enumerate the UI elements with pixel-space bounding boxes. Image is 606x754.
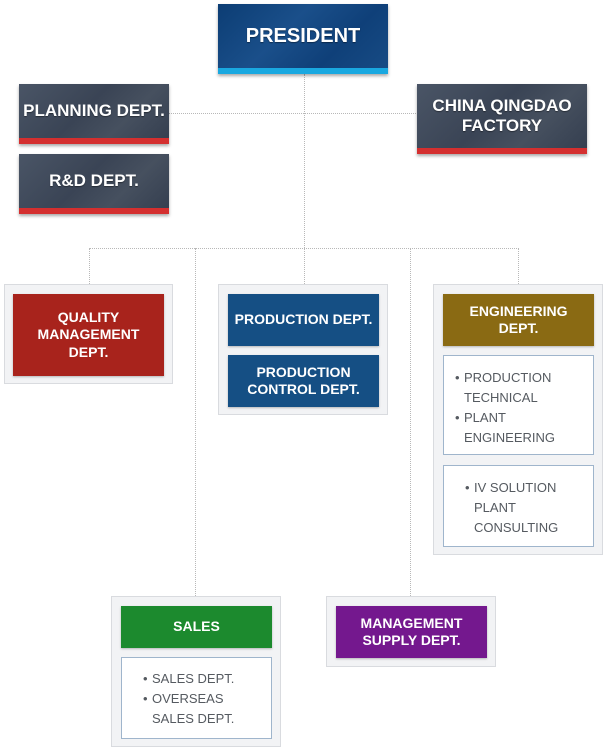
connector-dept-branch	[89, 248, 519, 249]
engineering-sublist-1: •PRODUCTION TECHNICAL •PLANT ENGINEERING	[443, 355, 594, 455]
list-item: •IV SOLUTION PLANT CONSULTING	[465, 480, 559, 535]
management-supply-label-line1: MANAGEMENT	[360, 614, 463, 631]
list-item: •PLANT ENGINEERING	[455, 410, 556, 445]
production-card: PRODUCTION DEPT. PRODUCTION CONTROL DEPT…	[218, 284, 388, 415]
engineering-dept-box: ENGINEERING DEPT.	[443, 294, 594, 346]
quality-label-line1: QUALITY	[57, 308, 120, 325]
sales-sublist: •SALES DEPT. •OVERSEAS SALES DEPT.	[121, 657, 272, 739]
sales-label: SALES	[173, 618, 220, 635]
engineering-label-line1: ENGINEERING	[469, 302, 568, 319]
engineering-label-line2: DEPT.	[498, 320, 539, 336]
connector-top-branch	[168, 113, 418, 114]
china-qingdao-factory-box: CHINA QINGDAO FACTORY	[417, 84, 587, 154]
management-supply-dept-box: MANAGEMENT SUPPLY DEPT.	[336, 606, 487, 658]
quality-label-line3: DEPT.	[68, 343, 109, 360]
connector-engineering	[518, 248, 519, 284]
connector-president-trunk	[304, 74, 305, 284]
management-supply-label-line2: SUPPLY DEPT.	[362, 632, 461, 648]
connector-quality	[89, 248, 90, 284]
quality-label-line2: MANAGEMENT	[37, 326, 140, 343]
engineering-sublist-2: •IV SOLUTION PLANT CONSULTING	[443, 465, 594, 547]
quality-card: QUALITY MANAGEMENT DEPT.	[4, 284, 173, 384]
production-control-dept-box: PRODUCTION CONTROL DEPT.	[228, 355, 379, 407]
connector-sales	[195, 248, 196, 596]
management-supply-card: MANAGEMENT SUPPLY DEPT.	[326, 596, 496, 667]
quality-management-dept-box: QUALITY MANAGEMENT DEPT.	[13, 294, 164, 376]
president-box: PRESIDENT	[218, 4, 388, 74]
connector-management-supply	[410, 248, 411, 596]
list-item: •OVERSEAS SALES DEPT.	[143, 691, 235, 726]
production-dept-box: PRODUCTION DEPT.	[228, 294, 379, 346]
rnd-dept-box: R&D DEPT.	[19, 154, 169, 214]
production-control-label-line2: CONTROL DEPT.	[247, 381, 360, 397]
sales-box: SALES	[121, 606, 272, 648]
factory-label-line1: CHINA QINGDAO	[432, 96, 572, 116]
engineering-card: ENGINEERING DEPT. •PRODUCTION TECHNICAL …	[433, 284, 603, 555]
list-item: •SALES DEPT.	[143, 671, 235, 686]
production-control-label-line1: PRODUCTION	[256, 363, 351, 380]
production-dept-label: PRODUCTION DEPT.	[234, 311, 373, 328]
planning-dept-box: PLANNING DEPT.	[19, 84, 169, 144]
president-label: PRESIDENT	[245, 24, 361, 47]
sales-card: SALES •SALES DEPT. •OVERSEAS SALES DEPT.	[111, 596, 281, 747]
rnd-dept-label: R&D DEPT.	[49, 171, 139, 191]
list-item: •PRODUCTION TECHNICAL	[455, 370, 552, 405]
factory-label-line2: FACTORY	[461, 116, 543, 135]
planning-dept-label: PLANNING DEPT.	[23, 101, 165, 121]
